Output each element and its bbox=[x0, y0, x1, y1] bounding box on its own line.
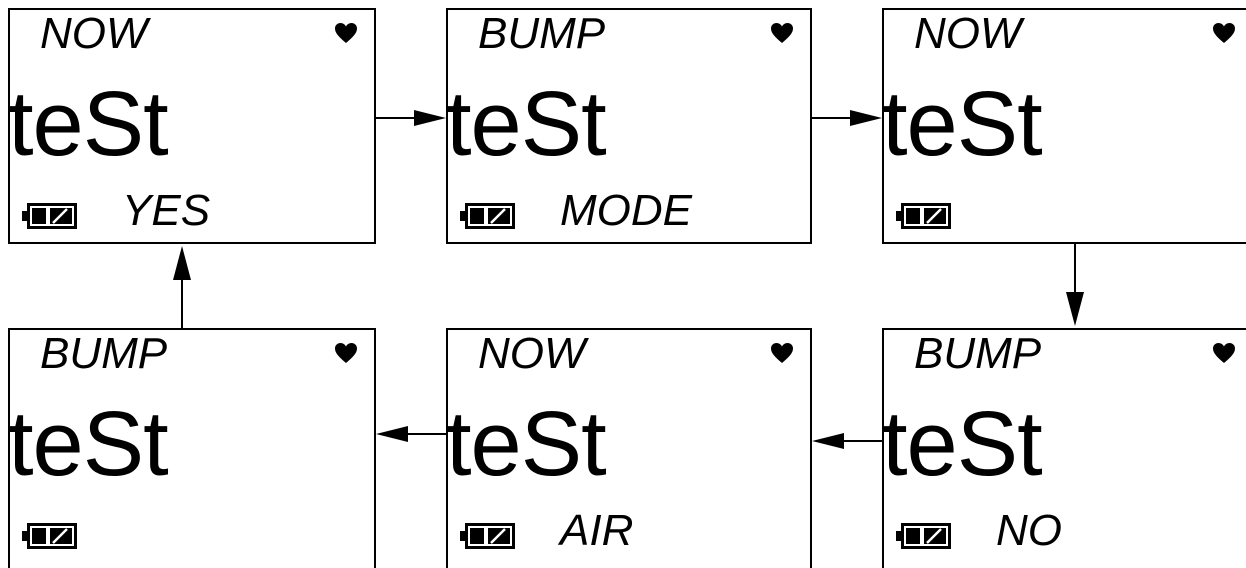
arrow-screen5-to-screen4 bbox=[376, 426, 446, 442]
display-screen-bump-mode: BUMP teSt MODE bbox=[446, 8, 812, 244]
screen-main-text: teSt bbox=[882, 73, 1043, 175]
screen-top-label: NOW bbox=[914, 9, 1022, 58]
arrow-screen1-to-screen2 bbox=[376, 110, 446, 126]
display-screen-bump-no: BUMP teSt NO bbox=[882, 328, 1246, 568]
arrow-screen2-to-screen3 bbox=[812, 110, 882, 126]
heart-icon bbox=[335, 343, 357, 363]
battery-icon bbox=[460, 523, 515, 549]
screen-main-text: teSt bbox=[882, 393, 1043, 495]
display-screen-now-air: NOW teSt AIR bbox=[446, 328, 812, 568]
screen-bottom-label: YES bbox=[122, 186, 211, 235]
screen-bottom-label: NO bbox=[996, 506, 1062, 555]
display-screen-bump: BUMP teSt bbox=[8, 328, 376, 568]
battery-icon bbox=[896, 203, 951, 229]
display-screen-now-yes: NOW teSt YES bbox=[8, 8, 376, 244]
battery-icon bbox=[22, 203, 77, 229]
display-screen-now: NOW teSt bbox=[882, 8, 1246, 244]
screen-top-label: NOW bbox=[478, 329, 586, 378]
battery-icon bbox=[460, 203, 515, 229]
screen-main-text: teSt bbox=[8, 393, 169, 495]
heart-icon bbox=[335, 23, 357, 43]
screen-main-text: teSt bbox=[446, 393, 607, 495]
screen-bottom-label: AIR bbox=[560, 506, 634, 555]
screen-top-label: BUMP bbox=[40, 329, 168, 378]
heart-icon bbox=[771, 23, 793, 43]
arrow-screen3-to-screen6 bbox=[1066, 244, 1084, 326]
battery-icon bbox=[896, 523, 951, 549]
arrow-screen4-to-screen1 bbox=[173, 246, 191, 328]
battery-icon bbox=[22, 523, 77, 549]
screen-top-label: BUMP bbox=[914, 329, 1042, 378]
screen-main-text: teSt bbox=[446, 73, 607, 175]
screen-top-label: BUMP bbox=[478, 9, 606, 58]
heart-icon bbox=[1213, 343, 1235, 363]
heart-icon bbox=[771, 343, 793, 363]
arrow-screen6-to-screen5 bbox=[812, 433, 882, 449]
screen-top-label: NOW bbox=[40, 9, 148, 58]
screen-bottom-label: MODE bbox=[560, 186, 692, 235]
screen-main-text: teSt bbox=[8, 73, 169, 175]
heart-icon bbox=[1213, 23, 1235, 43]
